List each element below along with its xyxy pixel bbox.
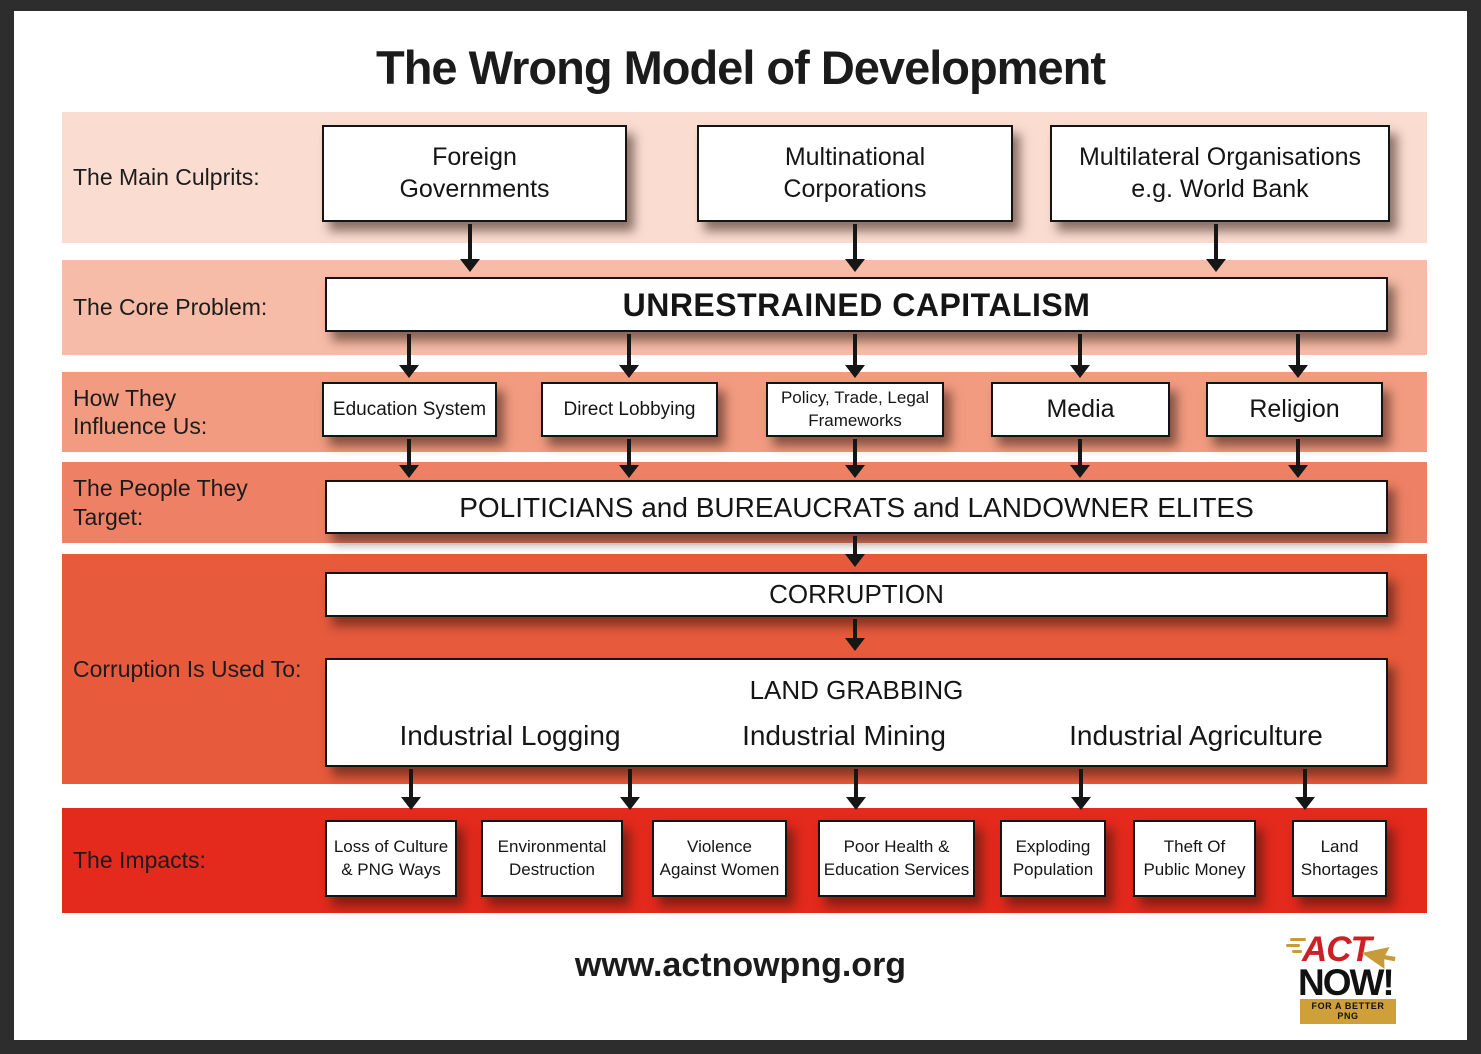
arrow-down-icon	[407, 439, 411, 466]
box-land-grabbing: LAND GRABBING Industrial Logging Industr…	[325, 658, 1388, 767]
box-multilateral-organisations: Multilateral Organisations e.g. World Ba…	[1050, 125, 1390, 222]
logo-speedline	[1292, 950, 1302, 953]
arrow-down-icon	[853, 536, 857, 555]
logo-act-text: ACT	[1302, 930, 1372, 969]
land-item-industrial-logging: Industrial Logging	[399, 720, 621, 751]
box-exploding-population: Exploding Population	[1000, 820, 1106, 897]
box-land-shortages: Land Shortages	[1292, 820, 1387, 897]
label-core-problem: The Core Problem:	[73, 294, 268, 321]
arrow-down-icon	[409, 769, 413, 798]
box-education-system: Education System	[322, 382, 497, 437]
logo-now-text: NOW!	[1298, 962, 1395, 1003]
land-grabbing-title: LAND GRABBING	[749, 675, 964, 705]
arrow-down-icon	[853, 439, 857, 466]
box-policy-trade-legal: Policy, Trade, Legal Frameworks	[766, 382, 944, 437]
box-direct-lobbying: Direct Lobbying	[541, 382, 718, 437]
box-multinational-corporations: Multinational Corporations	[697, 125, 1013, 222]
actnow-logo: ACT NOW! FOR A BETTER PNG	[1286, 930, 1409, 1024]
website-url: www.actnowpng.org	[574, 946, 907, 984]
arrow-down-icon	[1078, 334, 1082, 366]
arrow-down-icon	[1296, 439, 1300, 466]
label-corruption: Corruption Is Used To:	[73, 655, 302, 682]
arrow-down-icon	[468, 224, 472, 260]
arrow-down-icon	[1303, 769, 1307, 798]
label-impacts: The Impacts:	[73, 847, 206, 874]
land-item-industrial-mining: Industrial Mining	[742, 720, 946, 751]
land-item-industrial-agriculture: Industrial Agriculture	[1069, 720, 1323, 751]
cursor-icon	[1361, 932, 1409, 976]
arrow-down-icon	[407, 334, 411, 366]
box-corruption: CORRUPTION	[325, 572, 1388, 617]
logo-tagline: FOR A BETTER PNG	[1300, 999, 1396, 1024]
box-theft-public-money: Theft Of Public Money	[1133, 820, 1256, 897]
box-politicians-bureaucrats-elites: POLITICIANS and BUREAUCRATS and LANDOWNE…	[325, 480, 1388, 534]
label-targets: The People They Target:	[73, 475, 248, 530]
logo-speedline	[1286, 944, 1300, 947]
box-media: Media	[991, 382, 1170, 437]
label-main-culprits: The Main Culprits:	[73, 164, 260, 191]
band-influence: How They Influence Us:	[62, 372, 1427, 452]
arrow-down-icon	[627, 334, 631, 366]
box-foreign-governments: Foreign Governments	[322, 125, 627, 222]
box-unrestrained-capitalism: UNRESTRAINED CAPITALISM	[325, 277, 1388, 332]
arrow-down-icon	[628, 769, 632, 798]
page-title: The Wrong Model of Development	[376, 41, 1106, 94]
arrow-down-icon	[854, 769, 858, 798]
box-environmental-destruction: Environmental Destruction	[481, 820, 623, 897]
logo-speedline	[1290, 938, 1306, 941]
arrow-down-icon	[627, 439, 631, 466]
box-religion: Religion	[1206, 382, 1383, 437]
arrow-down-icon	[853, 619, 857, 639]
arrow-down-icon	[853, 334, 857, 366]
arrow-down-icon	[1214, 224, 1218, 260]
box-loss-of-culture: Loss of Culture & PNG Ways	[325, 820, 457, 897]
arrow-down-icon	[1296, 334, 1300, 366]
arrow-down-icon	[853, 224, 857, 260]
box-poor-health-education: Poor Health & Education Services	[818, 820, 975, 897]
label-influence: How They Influence Us:	[73, 384, 208, 439]
arrow-down-icon	[1078, 439, 1082, 466]
box-violence-against-women: Violence Against Women	[652, 820, 787, 897]
arrow-down-icon	[1079, 769, 1083, 798]
